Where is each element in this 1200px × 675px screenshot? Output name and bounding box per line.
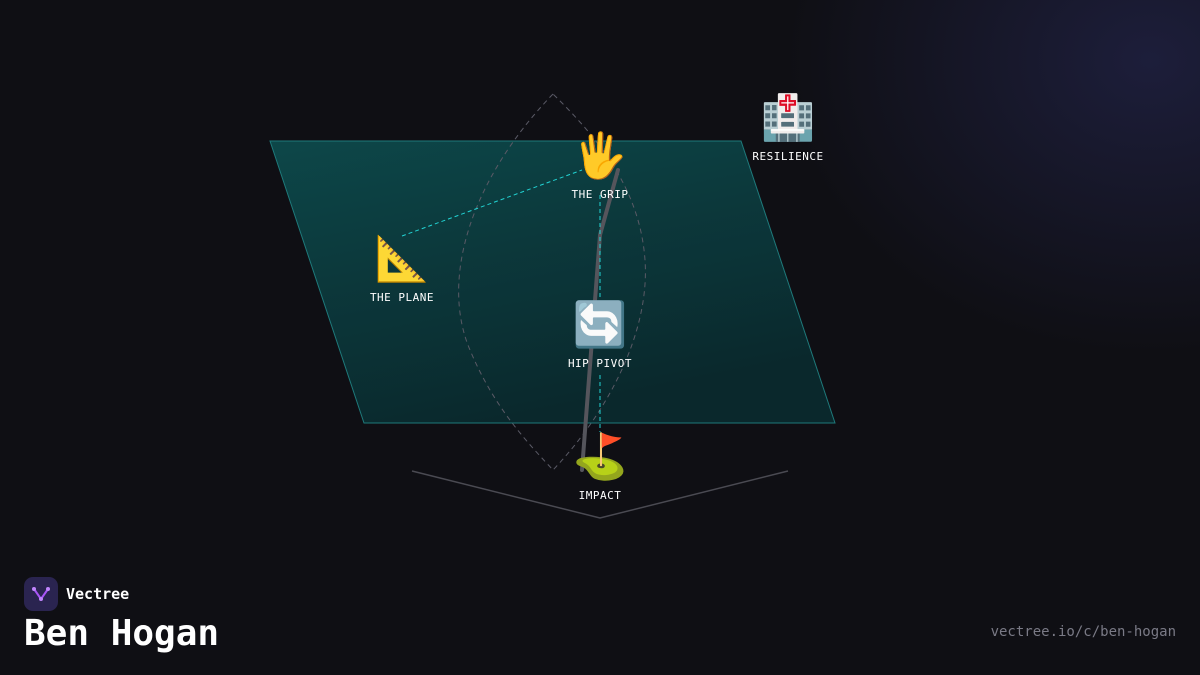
vectree-logo-icon (24, 577, 58, 611)
club-shaft (580, 168, 620, 472)
node-hip-pivot[interactable]: 🔄 HIP PIVOT (568, 300, 632, 371)
node-label-the-grip: THE GRIP (572, 188, 629, 201)
page-title: Ben Hogan (24, 613, 220, 654)
node-label-hip-pivot: HIP PIVOT (568, 357, 632, 370)
node-the-plane[interactable]: 📐 THE PLANE (370, 234, 434, 305)
golf-flag-icon: ⛳ (573, 432, 628, 483)
hospital-icon: 🏥 (761, 93, 816, 143)
swing-arc (458, 93, 646, 471)
node-the-grip[interactable]: 🖐️ THE GRIP (572, 129, 629, 202)
brand-name: Vectree (66, 585, 130, 603)
node-label-resilience: RESILIENCE (752, 150, 823, 163)
rotate-arrows-icon: 🔄 (573, 300, 628, 350)
ground-lines (411, 470, 789, 519)
hand-icon: 🖐️ (573, 129, 628, 184)
triangular-ruler-icon: 📐 (375, 234, 430, 284)
swing-plane-surface (269, 140, 836, 424)
brand: Vectree (24, 577, 129, 611)
nodes-group: 🖐️ THE GRIP 🏥 RESILIENCE 📐 THE PLANE 🔄 HIP PIVO… (370, 93, 823, 503)
node-label-impact: IMPACT (579, 489, 622, 502)
connector-the-plane-to-the-grip (401, 169, 583, 237)
node-resilience[interactable]: 🏥 RESILIENCE (752, 93, 823, 164)
connections-group (401, 169, 601, 432)
page-url[interactable]: vectree.io/c/ben-hogan (990, 624, 1176, 640)
node-label-the-plane: THE PLANE (370, 291, 434, 304)
node-impact[interactable]: ⛳ IMPACT (573, 432, 628, 503)
